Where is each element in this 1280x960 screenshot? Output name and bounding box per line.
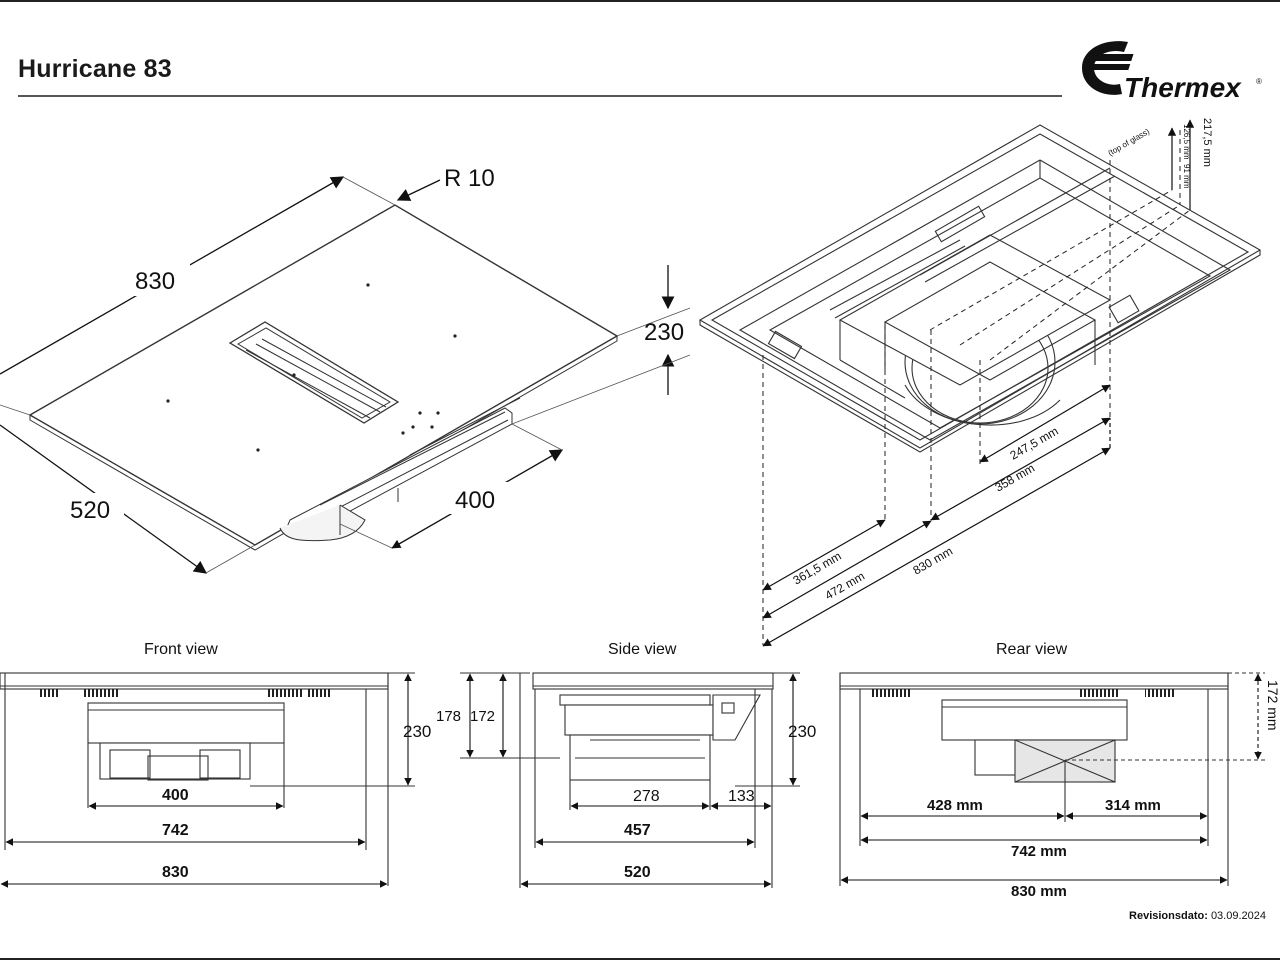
downdraft-vent [228,321,400,424]
underside-iso-view [698,119,1262,647]
dim-126-5: 126,5 mm [1182,124,1191,160]
isometric-hob-view: 830 520 400 230 R 10 [0,165,691,574]
front-view-dims [0,673,412,888]
dim-r10: R 10 [444,165,495,192]
front-view-label: Front view [144,641,218,658]
side-view-dims [466,673,797,888]
side-dim-457: 457 [624,822,651,839]
rear-view-drawing [839,672,1265,886]
label-top-of-glass: (top of glass) [1107,127,1152,158]
side-dim-278: 278 [633,788,660,805]
dim-172-rear: 172 mm [1265,680,1280,731]
logo-registered-mark: ® [1256,77,1262,86]
side-dim-230: 230 [788,722,817,741]
rear-view-dims [840,673,1262,884]
frame-top-border [0,0,1280,2]
front-view-drawing [0,672,415,886]
rear-view-label: Rear view [996,641,1068,658]
logo-wordmark: Thermex [1124,72,1242,103]
side-dim-178: 178 [436,708,462,725]
dim-358: 358 mm [993,461,1038,495]
frame-bottom-border [0,958,1280,960]
page-title: Hurricane 83 [18,55,172,83]
dim-217-5: 217,5 mm [1201,118,1213,167]
revision-date-value: 03.09.2024 [1210,910,1266,922]
dim-520-top: 520 [70,497,110,524]
rear-dim-428: 428 mm [927,797,983,814]
dim-230-top: 230 [644,319,684,346]
rear-dim-742: 742 mm [1011,843,1067,860]
front-dim-830: 830 [162,864,189,881]
side-view-label: Side view [608,641,677,658]
front-dim-400: 400 [162,787,189,804]
dim-830-top: 830 [135,268,175,295]
front-dim-230: 230 [403,722,432,741]
rear-dim-314: 314 mm [1105,797,1161,814]
title-underline [18,95,1062,97]
control-dots [166,283,457,452]
side-view-drawing [460,672,800,888]
front-dim-742: 742 [162,822,189,839]
revision-date: Revisionsdato: 03.09.2024 [1129,910,1266,922]
side-dim-172: 172 [470,708,496,725]
side-dim-133: 133 [728,788,755,805]
revision-label: Revisionsdato: [1129,910,1208,922]
rear-dim-830: 830 mm [1011,883,1067,900]
side-dim-520: 520 [624,864,651,881]
dim-472: 472 mm [823,569,868,603]
thermex-logo: Thermex ® [1082,41,1262,103]
dim-400-top: 400 [455,487,495,514]
dim-91: 91 mm [1182,164,1191,189]
